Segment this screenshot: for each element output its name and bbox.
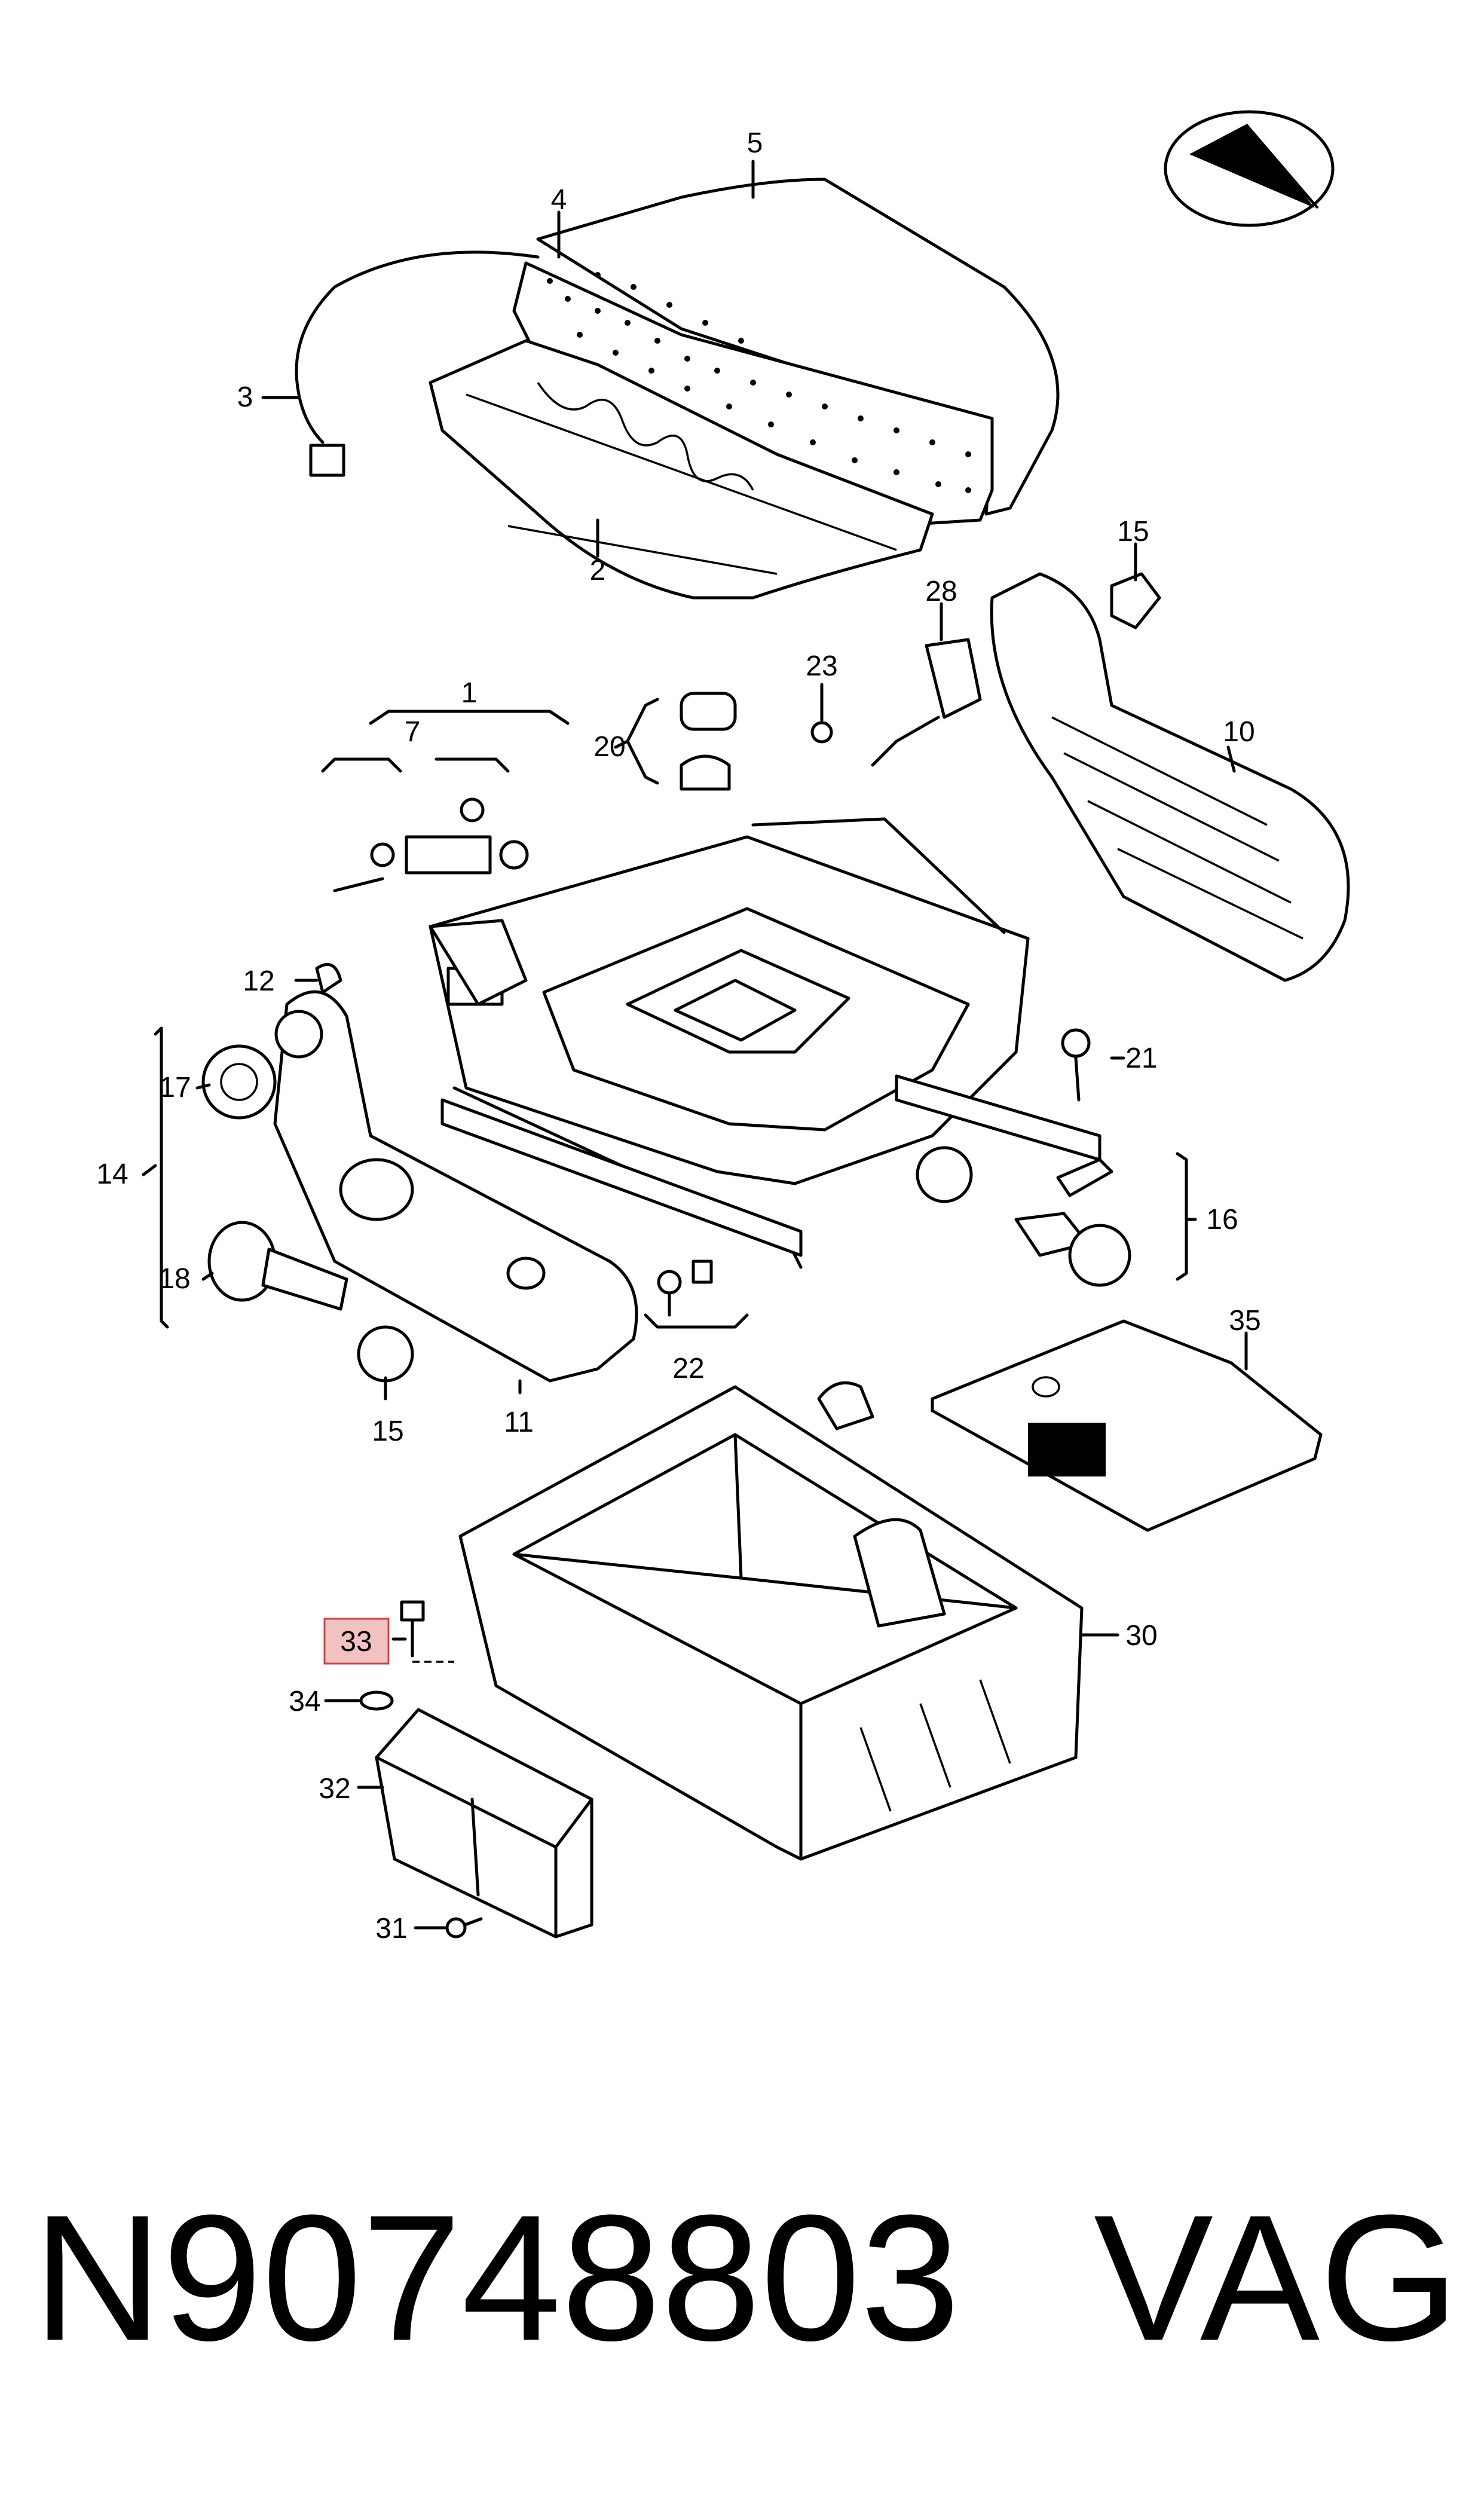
callout-2: 2: [590, 555, 606, 586]
callout-35: 35: [1229, 1305, 1260, 1337]
callout-12: 12: [243, 965, 274, 997]
cap-12: [315, 962, 342, 994]
callout-14: 14: [96, 1158, 128, 1190]
knob-15-lower: [357, 1325, 414, 1383]
backrest-trim: [990, 572, 1350, 982]
seat-rails: [440, 1074, 1101, 1257]
clips-16: [916, 1146, 1131, 1287]
storage-box: [375, 1708, 593, 1939]
cover-plate: [931, 1319, 1323, 1532]
callout-33-highlight: [323, 1618, 390, 1665]
belt-buckle: [871, 638, 982, 767]
callout-15-lower: 15: [372, 1416, 403, 1447]
bolt-21: [1061, 1028, 1091, 1102]
seat-pan: [429, 339, 934, 600]
side-trim: [273, 990, 638, 1383]
callout-1: 1: [461, 677, 478, 709]
fasteners-22: [657, 1259, 713, 1317]
callout-30: 30: [1125, 1620, 1157, 1652]
callout-32: 32: [319, 1773, 350, 1805]
washer-34: [359, 1690, 394, 1711]
brand-label: VAG: [1094, 2177, 1459, 2378]
callout-3: 3: [237, 381, 253, 413]
callout-22: 22: [672, 1353, 704, 1384]
lever-18: [207, 1221, 348, 1311]
orientation-icon: [1164, 110, 1335, 227]
callout-20: 20: [593, 731, 625, 763]
seat-frame: [429, 817, 1030, 1269]
callout-17: 17: [159, 1072, 191, 1103]
callout-11: 11: [504, 1407, 534, 1438]
adjuster-drive: [333, 797, 529, 892]
leader-lines: [142, 160, 1248, 1930]
callout-31: 31: [375, 1913, 407, 1945]
callout-33: 33: [340, 1626, 372, 1658]
knob-17: [201, 1044, 277, 1120]
callout-5: 5: [747, 127, 763, 159]
callout-4: 4: [551, 184, 567, 216]
callout-21: 21: [1125, 1043, 1157, 1074]
callout-15-upper: 15: [1117, 516, 1149, 548]
callout-23: 23: [806, 650, 837, 682]
callout-10: 10: [1223, 716, 1254, 748]
callout-18: 18: [158, 1263, 190, 1295]
exploded-parts-diagram: 5 4 3 2 15 28 23 1 7 20 10 12 21 17 14 1…: [96, 110, 1350, 1945]
harness-wire: [295, 250, 540, 477]
callout-28: 28: [925, 576, 957, 607]
callout-7: 7: [405, 716, 421, 748]
screw-31: [445, 1917, 483, 1939]
seat-cushion: [512, 178, 1060, 528]
callout-34: 34: [289, 1686, 320, 1717]
part-number: N90748803: [33, 2177, 960, 2378]
clamp-parts: [680, 692, 833, 791]
bolt-33: [400, 1600, 454, 1663]
storage-tray: [458, 1381, 1084, 1861]
callout-16: 16: [1206, 1204, 1238, 1236]
